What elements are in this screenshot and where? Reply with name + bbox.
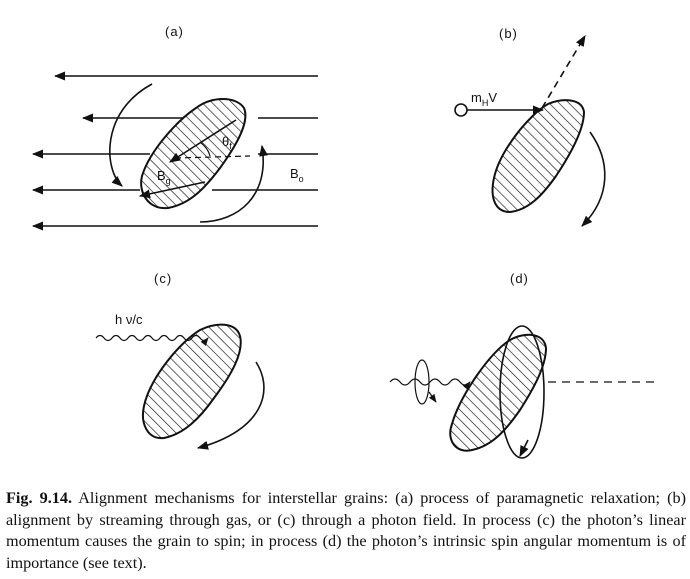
photon-spin-arrow: [428, 391, 437, 403]
grain-a: [140, 98, 247, 210]
rotation-arc-c: [196, 361, 265, 450]
field-dashed-line: [174, 155, 251, 159]
panel-c: (c) h ν/c: [95, 271, 265, 450]
panel-d-label: (d): [510, 271, 529, 286]
rotation-arc-left: [109, 83, 153, 187]
panel-a-label: (a): [165, 24, 184, 39]
grain-b: [491, 99, 586, 214]
grain-field-label: Bg: [157, 168, 171, 186]
external-field-label: Bo: [290, 166, 304, 184]
hydrogen-atom: [454, 103, 468, 117]
external-field-lines: [31, 71, 318, 231]
photon-spin-loop: [414, 359, 430, 405]
grain-bottom-arrow: [138, 181, 206, 199]
grain-spin-arrow: [519, 439, 529, 458]
alignment-figure: (a) θf Bg Bo (b): [31, 24, 655, 459]
photon-wave-d: [389, 378, 471, 390]
angle-arc: [199, 141, 211, 157]
panel-c-label: (c): [154, 271, 172, 286]
photon-wave: [95, 334, 209, 347]
panel-d: (d): [389, 271, 655, 459]
caption-lead: Fig. 9.14.: [6, 489, 73, 507]
panel-b-label: (b): [499, 26, 518, 41]
caption-text: Alignment mechanisms for interstellar gr…: [6, 489, 686, 572]
grain-field-arrow: [169, 119, 237, 163]
rotation-arc-b: [581, 131, 606, 227]
panel-a: (a) θf Bg Bo: [31, 24, 318, 231]
panel-b: (b) mHV: [454, 26, 606, 227]
grain-c: [142, 323, 242, 440]
grain-spin-loop: [499, 325, 545, 459]
deflection-arrow: [541, 35, 586, 109]
photon-momentum-label: h ν/c: [115, 312, 143, 327]
angle-symbol: θf: [222, 134, 232, 151]
figure-caption: Fig. 9.14. Alignment mechanisms for inte…: [6, 488, 686, 574]
rotation-arc-right: [199, 144, 269, 223]
grain-d: [449, 333, 548, 452]
momentum-label: mHV: [471, 90, 497, 108]
